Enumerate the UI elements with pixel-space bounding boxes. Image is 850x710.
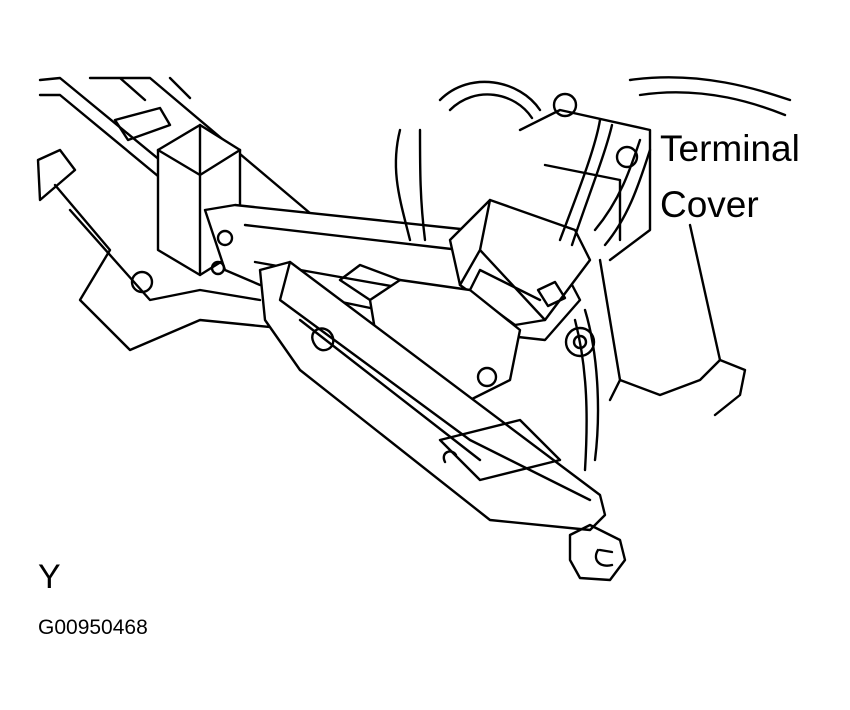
- callout-leader-line: [688, 223, 722, 362]
- wire-harness-1: [394, 128, 427, 242]
- ground-bolt-center: [572, 334, 588, 350]
- mount-tab-hole: [594, 548, 614, 567]
- wire-down: [573, 308, 600, 472]
- mount-tab: [568, 523, 627, 582]
- wire-harness-2: [593, 138, 652, 247]
- wire-loop: [438, 80, 542, 120]
- actuator-pin: [476, 366, 498, 388]
- actuator-detail: [338, 263, 542, 302]
- right-housing: [518, 108, 652, 262]
- bolt-hole-arm: [216, 229, 234, 247]
- terminal-cover-edge: [458, 198, 547, 322]
- bolt-hole-left: [130, 270, 154, 294]
- right-housing-lower: [598, 258, 747, 417]
- view-letter: Y: [38, 558, 61, 596]
- wire-harness-3: [558, 118, 614, 247]
- bracket-block-edge: [156, 123, 242, 277]
- base-plate: [258, 260, 607, 532]
- top-bolt: [552, 92, 578, 118]
- figure-id: G00950468: [38, 616, 148, 639]
- terminal-clip: [536, 280, 567, 308]
- base-plate-hole-1: [311, 327, 335, 352]
- base-plate-hole-2: [442, 450, 458, 464]
- base-plate-slot-1: [438, 418, 562, 482]
- frame-upper-rails: [88, 76, 332, 232]
- ground-bolt: [564, 326, 596, 358]
- wire-long-right: [628, 76, 792, 117]
- left-panel-inner: [68, 208, 262, 302]
- callout-cover-label: Cover: [660, 184, 759, 225]
- bracket-tab: [113, 106, 172, 142]
- callout-terminal-label: Terminal: [660, 128, 800, 169]
- cover-bolt: [615, 145, 639, 169]
- bolt-hole-arm-2: [210, 260, 226, 276]
